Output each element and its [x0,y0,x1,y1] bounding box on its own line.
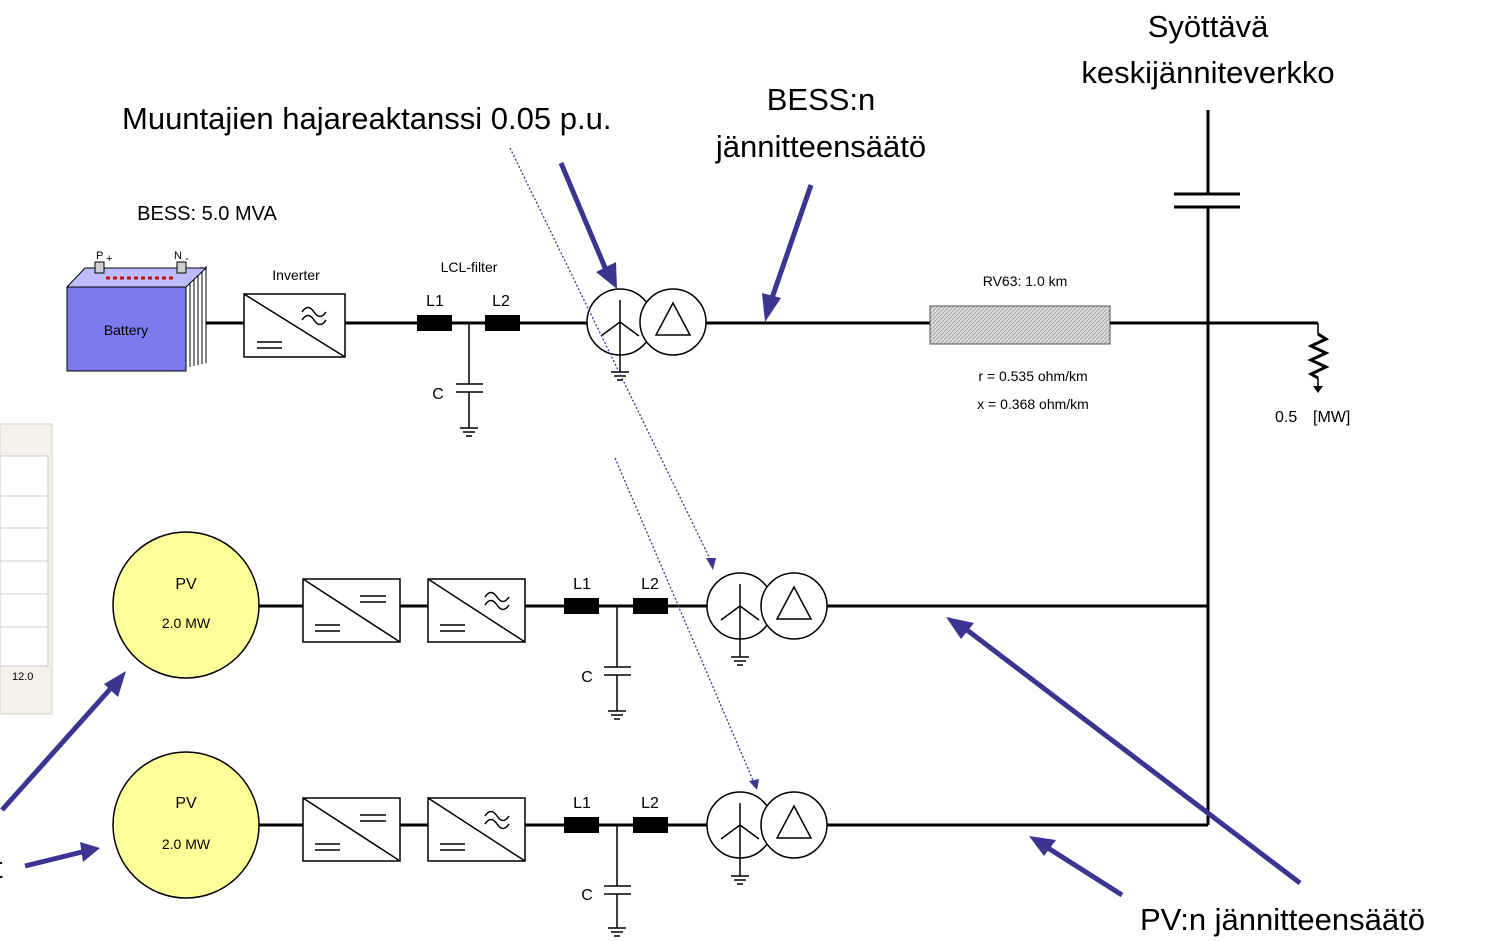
bess-l1-label: L1 [426,293,444,310]
battery-symbol: P + N - Battery [65,250,208,372]
pv-1-label: PV [175,576,197,593]
feeding-grid-label-1: Syöttävä [1148,9,1269,44]
leader-lines [509,147,759,790]
cable-r: r = 0.535 ohm/km [978,368,1087,384]
pv-2-l2: L2 [641,795,659,812]
pv-2-rating: 2.0 MW [162,836,211,852]
bess-voltage-control-label-1: BESS:n [767,82,876,117]
annotation-arrows [0,162,1302,898]
arrow-to-pv2 [80,842,100,862]
battery-terminal-n: N [174,250,182,262]
bess-inductor-l2 [485,315,520,331]
bess-title: BESS: 5.0 MVA [137,203,277,225]
pv-1-rating: 2.0 MW [162,615,211,631]
pv-unit-2: PV 2.0 MW L1 L2 C [112,751,1208,937]
pv-voltage-control-label: PV:n jännitteensäätö [1140,902,1425,937]
cable-name: RV63: 1.0 km [983,273,1068,289]
pv-2-c: C [581,887,593,904]
pv-unit-1: PV 2.0 MW L1 L2 C [112,531,1208,720]
load-resistor: 0.5 [MW] [1275,323,1350,426]
bess-c-label: C [432,386,444,403]
bess-voltage-control-label-2: jännitteensäätö [715,129,926,164]
arrow-to-bess-line [762,293,781,322]
arrow-to-pv1 [104,671,126,697]
load-value: 0.5 [1275,409,1297,426]
arrow-to-pv2-line [1029,836,1056,856]
cable-rv63: RV63: 1.0 km r = 0.535 ohm/km x = 0.368 … [929,273,1111,412]
pv-2-label: PV [175,795,197,812]
arrow-to-bess-transformer [596,262,617,289]
pv-2-l1: L1 [573,795,591,812]
bess-inductor-l1 [417,315,452,331]
arrow-to-pv1-line [946,617,974,639]
bess-capacitor [456,323,483,437]
lcl-filter-label: LCL-filter [441,259,498,275]
inverter-label: Inverter [272,267,320,283]
feeding-grid-label-2: keskijänniteverkko [1081,55,1334,90]
battery-terminal-p: P [96,250,103,262]
battery-label: Battery [104,322,148,338]
pv-1-c: C [581,669,593,686]
background-window-fragment: 12.0 [0,423,53,715]
load-unit: [MW] [1313,409,1350,426]
partial-left-char: t [0,850,3,885]
grid-connection-symbol [1174,110,1240,825]
pv-1-l2: L2 [641,576,659,593]
battery-terminal-p-sign: + [106,253,112,265]
battery-terminal-n-sign: - [185,253,189,265]
cable-x: x = 0.368 ohm/km [977,396,1089,412]
window-tick-label: 12.0 [12,671,33,683]
bess-transformer [586,288,707,381]
pv-1-l1: L1 [573,576,591,593]
bess-l2-label: L2 [492,293,510,310]
inverter-symbol: Inverter [243,267,346,358]
leakage-reactance-label: Muuntajien hajareaktanssi 0.05 p.u. [122,101,611,136]
